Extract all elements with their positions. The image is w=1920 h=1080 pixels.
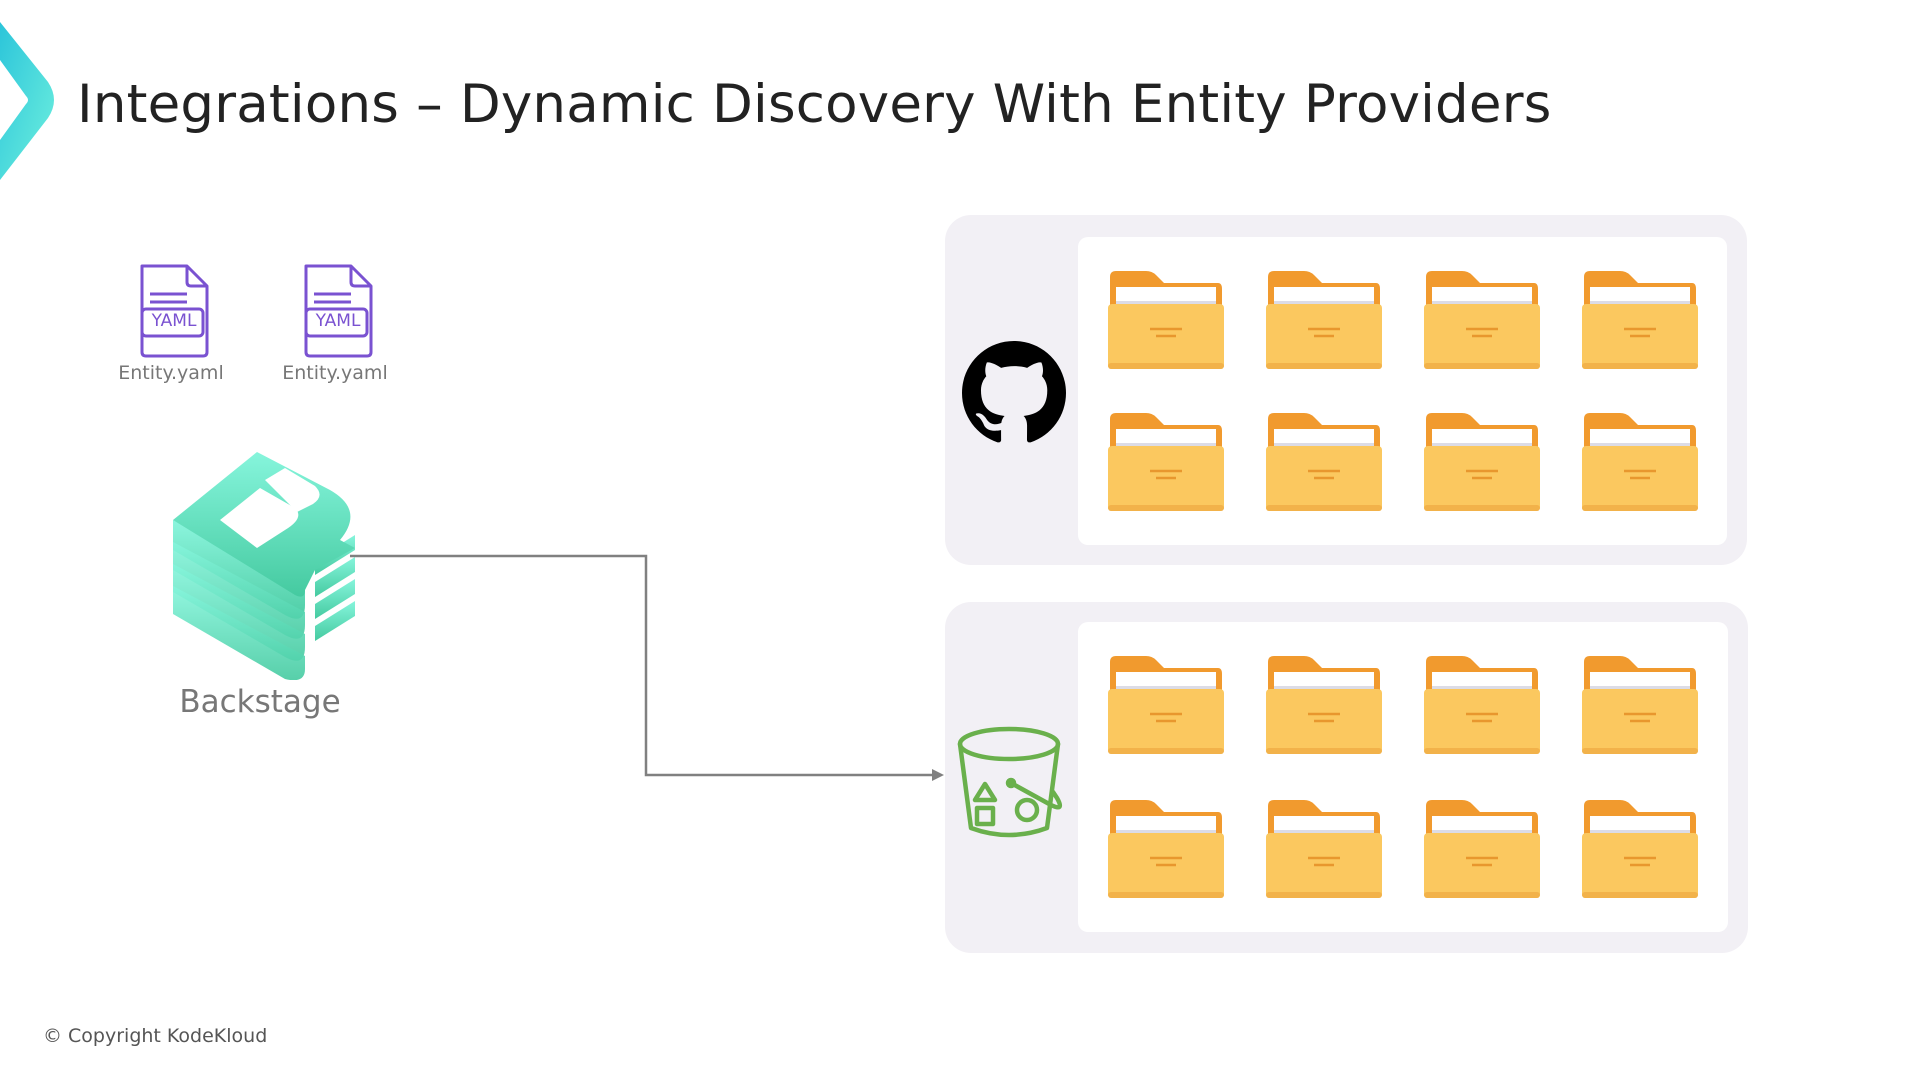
copyright-text: © Copyright KodeKloud <box>43 1025 268 1047</box>
repository-grid <box>1078 237 1727 545</box>
object-grid <box>1078 622 1728 932</box>
github-icon <box>962 341 1066 443</box>
yaml-file-icon <box>140 264 209 358</box>
entity-file-label: Entity.yaml <box>118 362 224 384</box>
folder-icon <box>1422 652 1542 756</box>
github-provider-panel <box>945 215 1747 565</box>
brand-chevron-icon <box>0 22 54 180</box>
folder-icon <box>1422 796 1542 900</box>
folder-icon <box>1580 409 1700 513</box>
backstage-logo-icon <box>173 452 355 680</box>
yaml-badge: YAML <box>315 311 361 331</box>
folder-icon <box>1422 409 1542 513</box>
folder-icon <box>1264 409 1384 513</box>
entity-file-label: Entity.yaml <box>282 362 388 384</box>
entity-file: YAML <box>301 263 375 363</box>
folder-icon <box>1264 652 1384 756</box>
folder-icon <box>1106 796 1226 900</box>
folder-icon <box>1580 796 1700 900</box>
folder-icon <box>1106 267 1226 371</box>
folder-icon <box>1264 796 1384 900</box>
folder-icon <box>1422 267 1542 371</box>
entity-file: YAML <box>137 263 211 363</box>
yaml-file-icon <box>304 264 373 358</box>
bucket-icon <box>957 726 1063 838</box>
folder-icon <box>1580 267 1700 371</box>
folder-icon <box>1580 652 1700 756</box>
folder-icon <box>1106 409 1226 513</box>
slide-title: Integrations – Dynamic Discovery With En… <box>77 74 1552 135</box>
bucket-provider-panel <box>945 602 1748 953</box>
backstage-label: Backstage <box>179 684 341 720</box>
yaml-badge: YAML <box>151 311 197 331</box>
folder-icon <box>1106 652 1226 756</box>
folder-icon <box>1264 267 1384 371</box>
arrowhead-icon <box>932 769 944 781</box>
